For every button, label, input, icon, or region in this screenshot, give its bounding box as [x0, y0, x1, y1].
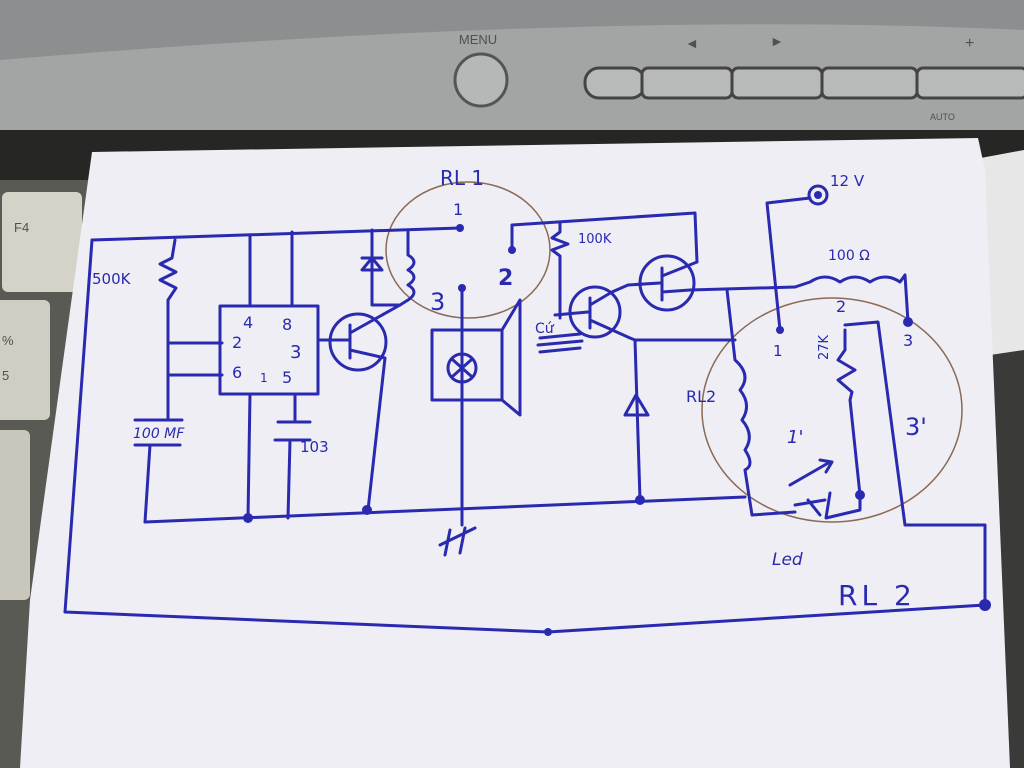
- sensor-plates: [536, 332, 584, 354]
- menu-button[interactable]: [453, 52, 509, 108]
- lamp-icon: [446, 352, 478, 384]
- resistor-100-ohm-label: 100 Ω: [828, 248, 870, 264]
- ic-pin8: 8: [282, 315, 292, 334]
- left-arrow-icon: ◄: [685, 35, 699, 51]
- sensor-label: Cứ: [535, 321, 555, 337]
- dot: [362, 505, 372, 515]
- relay2-contact3-label: 3: [903, 331, 913, 350]
- resistor-100k-label: 100K: [578, 232, 612, 247]
- zener-diode: [623, 338, 737, 502]
- relay1-outline: [385, 181, 551, 319]
- capacitor-100mf: [133, 418, 184, 524]
- relay1-contact2-label: 2: [498, 266, 513, 291]
- relay2-contact1-label: 1: [773, 342, 783, 360]
- dot: [243, 513, 253, 523]
- dot: [776, 326, 784, 334]
- top-rail: [90, 226, 462, 242]
- dot: [544, 628, 552, 636]
- resistor-500k-label: 500K: [92, 270, 132, 288]
- relay2-outline: [701, 297, 963, 523]
- right-arrow-icon: ►: [770, 33, 784, 49]
- led-label: Led: [772, 550, 803, 570]
- dot: [458, 284, 466, 292]
- relay2-contact3p-label: 3': [905, 413, 927, 441]
- lamp-cross: [451, 358, 473, 378]
- key-percent-label: %: [2, 333, 14, 348]
- monitor-button-1[interactable]: [583, 66, 647, 100]
- resistor-500k: [158, 238, 178, 422]
- key-r[interactable]: [0, 430, 30, 600]
- transistor-2-leads: [553, 281, 662, 342]
- resistor-27k-label: 27K: [817, 334, 832, 360]
- dot: [979, 599, 991, 611]
- key-f4-label: F4: [14, 220, 29, 235]
- schematic-wires: [63, 184, 987, 634]
- ic-pin6: 6: [232, 363, 242, 382]
- dot: [855, 490, 865, 500]
- junction-dots: [243, 191, 991, 636]
- dot: [456, 224, 464, 232]
- monitor-button-5[interactable]: [915, 66, 1024, 100]
- plus-icon: +: [965, 35, 974, 52]
- relay2-contact2-label: 2: [836, 297, 846, 316]
- ic-pin3: 3: [290, 342, 301, 363]
- transistor-1-leads: [316, 303, 402, 512]
- relay1-title: RL 1: [440, 166, 484, 190]
- resistor-100k: [550, 220, 570, 320]
- resistor-100-ohm: [793, 273, 910, 324]
- ic-pin5: 5: [282, 368, 292, 387]
- ic-pin-wires: [246, 230, 312, 520]
- ground-symbol: [438, 526, 477, 557]
- relay1-contact3-label: 3: [430, 288, 445, 316]
- ic-555: [218, 304, 320, 396]
- dot: [635, 495, 645, 505]
- monitor-button-3[interactable]: [730, 66, 824, 100]
- relay1-contact1-label: 1: [453, 200, 463, 219]
- ic-pin4: 4: [243, 313, 253, 332]
- transistor-3: [638, 254, 696, 312]
- relay2-title: RL 2: [838, 579, 916, 612]
- outer-loop: [63, 238, 987, 634]
- resistor-27k: [836, 328, 862, 497]
- ic-pin2: 2: [232, 333, 242, 352]
- ic-pin1: 1: [260, 371, 268, 385]
- lamp-box: [430, 328, 504, 402]
- flyback-diode: [360, 228, 402, 307]
- transistor-2: [568, 285, 622, 339]
- key-f4[interactable]: [2, 192, 82, 292]
- dot: [814, 191, 822, 199]
- capacitor-103-label: 103: [300, 438, 329, 456]
- monitor-button-4[interactable]: [820, 66, 919, 100]
- speaker-icon: [500, 298, 522, 417]
- relay1-contact2-wire: [510, 211, 699, 264]
- relay2-contact1p-label: 1': [787, 427, 803, 448]
- supply-label: 12 V: [830, 172, 865, 190]
- transistor-3-leads: [660, 260, 797, 302]
- pencil-markings: [385, 181, 963, 523]
- auto-label: AUTO: [930, 112, 955, 122]
- relay1-coil: [398, 228, 416, 307]
- key-5-label: 5: [2, 368, 9, 383]
- menu-label: MENU: [459, 32, 497, 47]
- key-5[interactable]: [0, 300, 50, 420]
- relay2-coil-and-led: [725, 288, 862, 520]
- capacitor-100mf-label: 100 MF: [133, 426, 185, 442]
- led-light-arrow: [788, 458, 834, 487]
- dot: [508, 246, 516, 254]
- supply-wire: [765, 196, 812, 332]
- monitor-buttons: [583, 66, 1024, 100]
- paper-sheet: [20, 138, 1010, 768]
- supply-terminal: [807, 184, 829, 206]
- dot: [903, 317, 913, 327]
- relay2-coil-label: RL2: [686, 387, 716, 406]
- transistor-1: [328, 312, 388, 372]
- bezel-shade: [0, 0, 1024, 60]
- monitor-button-2[interactable]: [640, 66, 734, 100]
- ic-trigger-wires: [166, 341, 224, 377]
